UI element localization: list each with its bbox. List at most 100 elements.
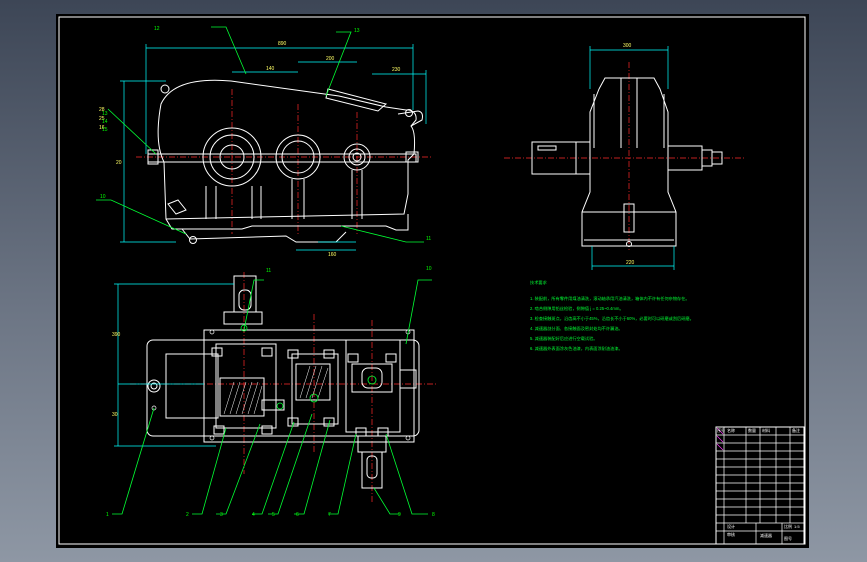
plan-gear3 — [351, 363, 393, 393]
title-block-cell: 名称 — [727, 427, 735, 433]
front-callout-leader — [340, 225, 424, 243]
front-callout-tag: 13 — [102, 111, 108, 117]
plan-output-cap — [399, 369, 417, 389]
notes-line: 3. 检查接触斑点，沿齿高不小于45%，沿齿长不小于60%，必要时可以研磨或刮后… — [530, 315, 694, 322]
front-callout-tag: 14 — [102, 119, 108, 125]
front-shaft-stubs — [147, 149, 419, 165]
plan-output-keyway — [366, 455, 378, 479]
front-dim-label: 200 — [326, 56, 335, 62]
plan-dim-label: 30 — [112, 412, 118, 418]
front-housing — [157, 79, 417, 220]
plan-base-flange — [146, 339, 420, 437]
plan-bolt-hole — [151, 405, 157, 411]
plan-callout-leader — [294, 419, 331, 515]
plan-shaft2-housing — [291, 353, 339, 425]
front-dim-right — [372, 70, 427, 124]
front-view: 890 140 200 230 20 160 28 25 16 12 13 1 — [96, 26, 431, 258]
front-boss-3 — [343, 143, 371, 171]
plan-input-seal — [223, 311, 263, 325]
side-base-flange — [582, 211, 676, 241]
title-block-cell: 审核 — [727, 531, 735, 537]
plan-input-shaft — [233, 275, 257, 313]
title-block-cell: 1:5 — [794, 524, 800, 529]
drawing-sheet: 890 140 200 230 20 160 28 25 16 12 13 1 — [56, 14, 809, 548]
front-dim-overall-width — [145, 44, 414, 154]
plan-shaft2-marker — [309, 393, 319, 403]
plan-bearing — [261, 425, 273, 435]
front-callout-tag: 10 — [100, 194, 106, 200]
title-block-cell: 比例 — [784, 523, 792, 529]
side-dim-label: 300 — [623, 43, 632, 49]
side-shaft-end — [702, 149, 723, 167]
plan-bolt-hole — [405, 435, 411, 441]
side-dim-label: 220 — [626, 260, 635, 266]
front-callout-tag: 11 — [426, 236, 431, 242]
plan-callout-leader — [385, 433, 428, 515]
front-callout-leader — [107, 108, 157, 155]
plan-gear2 — [295, 363, 331, 401]
plan-bearing — [385, 353, 397, 363]
plan-shaft1-marker — [240, 324, 248, 332]
technical-notes: 技术要求 1. 装配前，所有零件用煤油清洗，滚动轴承用汽油清洗，箱体内不许有任何… — [530, 279, 694, 352]
title-block-cols — [723, 427, 791, 544]
plan-shaft1-marker — [276, 402, 284, 410]
plan-callout-tag: 7 — [328, 512, 331, 518]
plan-output-shaft — [361, 451, 383, 489]
plan-callout-tag: 6 — [296, 512, 299, 518]
plan-callout-leader — [112, 407, 155, 515]
front-boss-2 — [275, 134, 321, 180]
side-dim-width — [589, 46, 669, 89]
plan-bearing — [211, 347, 223, 357]
plan-callout-leader — [216, 423, 261, 515]
front-callout-tag: 15 — [102, 127, 108, 133]
front-callout-leader — [325, 31, 352, 97]
plan-gear3-hub — [361, 367, 383, 389]
title-block-cell: 设计 — [727, 523, 735, 529]
front-lifting-eye-left — [160, 84, 170, 94]
plan-dim-height — [114, 283, 234, 447]
front-dim-label: 28 — [99, 107, 105, 113]
plan-shaft3-marker — [367, 375, 377, 385]
plan-housing — [203, 329, 415, 443]
plan-shaft1-end — [261, 399, 285, 411]
front-lifting-lug — [397, 110, 423, 127]
plan-callout-leader — [252, 421, 295, 515]
front-callout-leader — [96, 199, 187, 235]
notes-line: 4. 减速器剖分面、各接触面及密封处均不许漏油。 — [530, 325, 623, 332]
plan-bearing — [323, 349, 335, 359]
plan-view: 390 30 1 2 3 4 5 6 7 8 9 — [106, 266, 436, 518]
plan-gear1-hatch — [223, 381, 263, 415]
drawing-canvas: 890 140 200 230 20 160 28 25 16 12 13 1 — [58, 16, 806, 545]
title-block-cell: 减速器 — [760, 532, 772, 538]
plan-bearing — [287, 349, 299, 359]
plan-shaft1-housing — [215, 343, 277, 429]
plan-callout-leader — [405, 279, 432, 345]
plan-motor-end — [165, 353, 219, 419]
plan-vent-plug-inner — [150, 382, 158, 390]
front-dim-label: 16 — [99, 125, 105, 131]
plan-gear2-hatch — [299, 365, 329, 399]
title-block-cell: 备注 — [792, 427, 800, 433]
front-callout-tag: 13 — [354, 28, 360, 34]
notes-title: 技术要求 — [530, 279, 548, 286]
front-bore-1 — [219, 144, 245, 170]
notes-line: 5. 减速器装配好后应进行空载试验。 — [530, 335, 597, 342]
front-callout-leader — [211, 26, 247, 75]
front-boss-3-inner — [348, 148, 366, 166]
drawing-frame — [58, 16, 806, 545]
plan-callout-leader — [192, 427, 227, 515]
front-lifting-eye-right — [405, 109, 413, 117]
plan-bearing — [347, 353, 359, 363]
front-boss-1-inner — [209, 134, 255, 180]
title-block: 序号 名称 数量 材料 备注 减速器 比例 1:5 设计 审核 图号 — [715, 426, 805, 545]
plan-bolt-hole — [209, 329, 215, 335]
front-dipstick — [167, 199, 187, 215]
side-oil-plug — [623, 203, 635, 233]
side-dim-base — [591, 246, 675, 270]
front-dim-label: 140 — [266, 66, 275, 72]
title-block-marks — [716, 427, 724, 451]
plan-input-keyway — [238, 289, 252, 311]
plan-bearing — [323, 417, 335, 427]
side-top-cover — [589, 77, 669, 154]
